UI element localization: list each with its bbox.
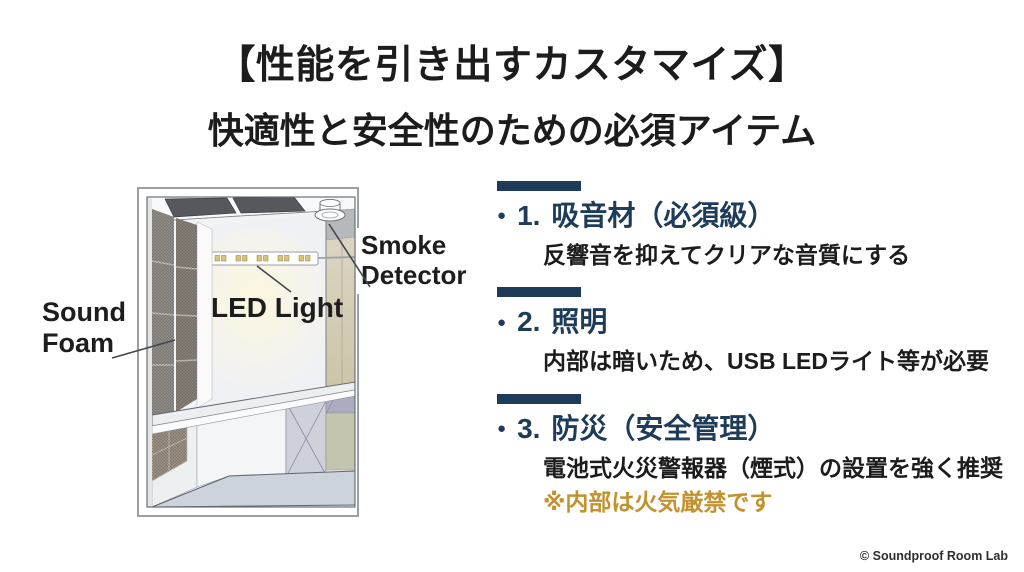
item-heading: ● 1. 吸音材（必須級） — [497, 199, 1017, 233]
sound-foam-panels — [151, 209, 198, 420]
page-subtitle: 快適性と安全性のための必須アイテム — [207, 110, 817, 151]
bullet-icon: ● — [497, 313, 507, 331]
led-light-label: LED Light — [211, 292, 344, 323]
title-block: 【性能を引き出すカスタマイズ】 快適性と安全性のための必須アイテム — [0, 34, 1024, 154]
soundproof-room-illustration — [146, 196, 356, 508]
feature-list: ● 1. 吸音材（必須級） 反響音を抑えてクリアな音質にする ● 2. 照明 内… — [497, 181, 1017, 535]
section-accent-bar — [497, 393, 581, 404]
list-item-safety: ● 3. 防災（安全管理） 電池式火災警報器（煙式）の設置を強く推奨 ※内部は火… — [497, 393, 1017, 518]
item-title: 照明 — [551, 306, 608, 338]
floor — [152, 471, 355, 507]
smoke-detector-label: Smoke Detector — [357, 228, 477, 295]
item-description: 反響音を抑えてクリアな音質にする — [543, 241, 911, 268]
ceiling-panels — [164, 196, 306, 218]
bullet-icon: ● — [497, 207, 507, 225]
list-item-lighting: ● 2. 照明 内部は暗いため、USB LEDライト等が必要 — [497, 287, 1017, 376]
list-item-absorber: ● 1. 吸音材（必須級） 反響音を抑えてクリアな音質にする — [497, 181, 1017, 270]
led-strip-icon — [209, 251, 356, 266]
bullet-icon: ● — [497, 420, 507, 438]
room-figure-frame — [137, 187, 359, 517]
copyright-text: © Soundproof Room Lab — [859, 549, 1008, 563]
sound-foam-label: Sound Foam — [42, 297, 126, 359]
item-description: 内部は暗いため、USB LEDライト等が必要 — [543, 348, 989, 375]
section-accent-bar — [497, 287, 581, 298]
item-number: 1. — [517, 200, 541, 231]
item-heading: ● 2. 照明 — [497, 305, 1017, 339]
item-number: 2. — [517, 306, 541, 338]
item-title: 防災（安全管理） — [551, 412, 776, 444]
smoke-detector-icon — [314, 199, 346, 222]
item-warning-note: ※内部は火気厳禁です — [543, 489, 773, 516]
item-title: 吸音材（必須級） — [551, 200, 776, 231]
item-heading: ● 3. 防災（安全管理） — [497, 412, 1017, 446]
item-description: 電池式火災警報器（煙式）の設置を強く推奨 — [543, 454, 1003, 481]
item-number: 3. — [517, 412, 541, 444]
page-title: 【性能を引き出すカスタマイズ】 — [216, 44, 808, 87]
section-accent-bar — [497, 181, 581, 191]
